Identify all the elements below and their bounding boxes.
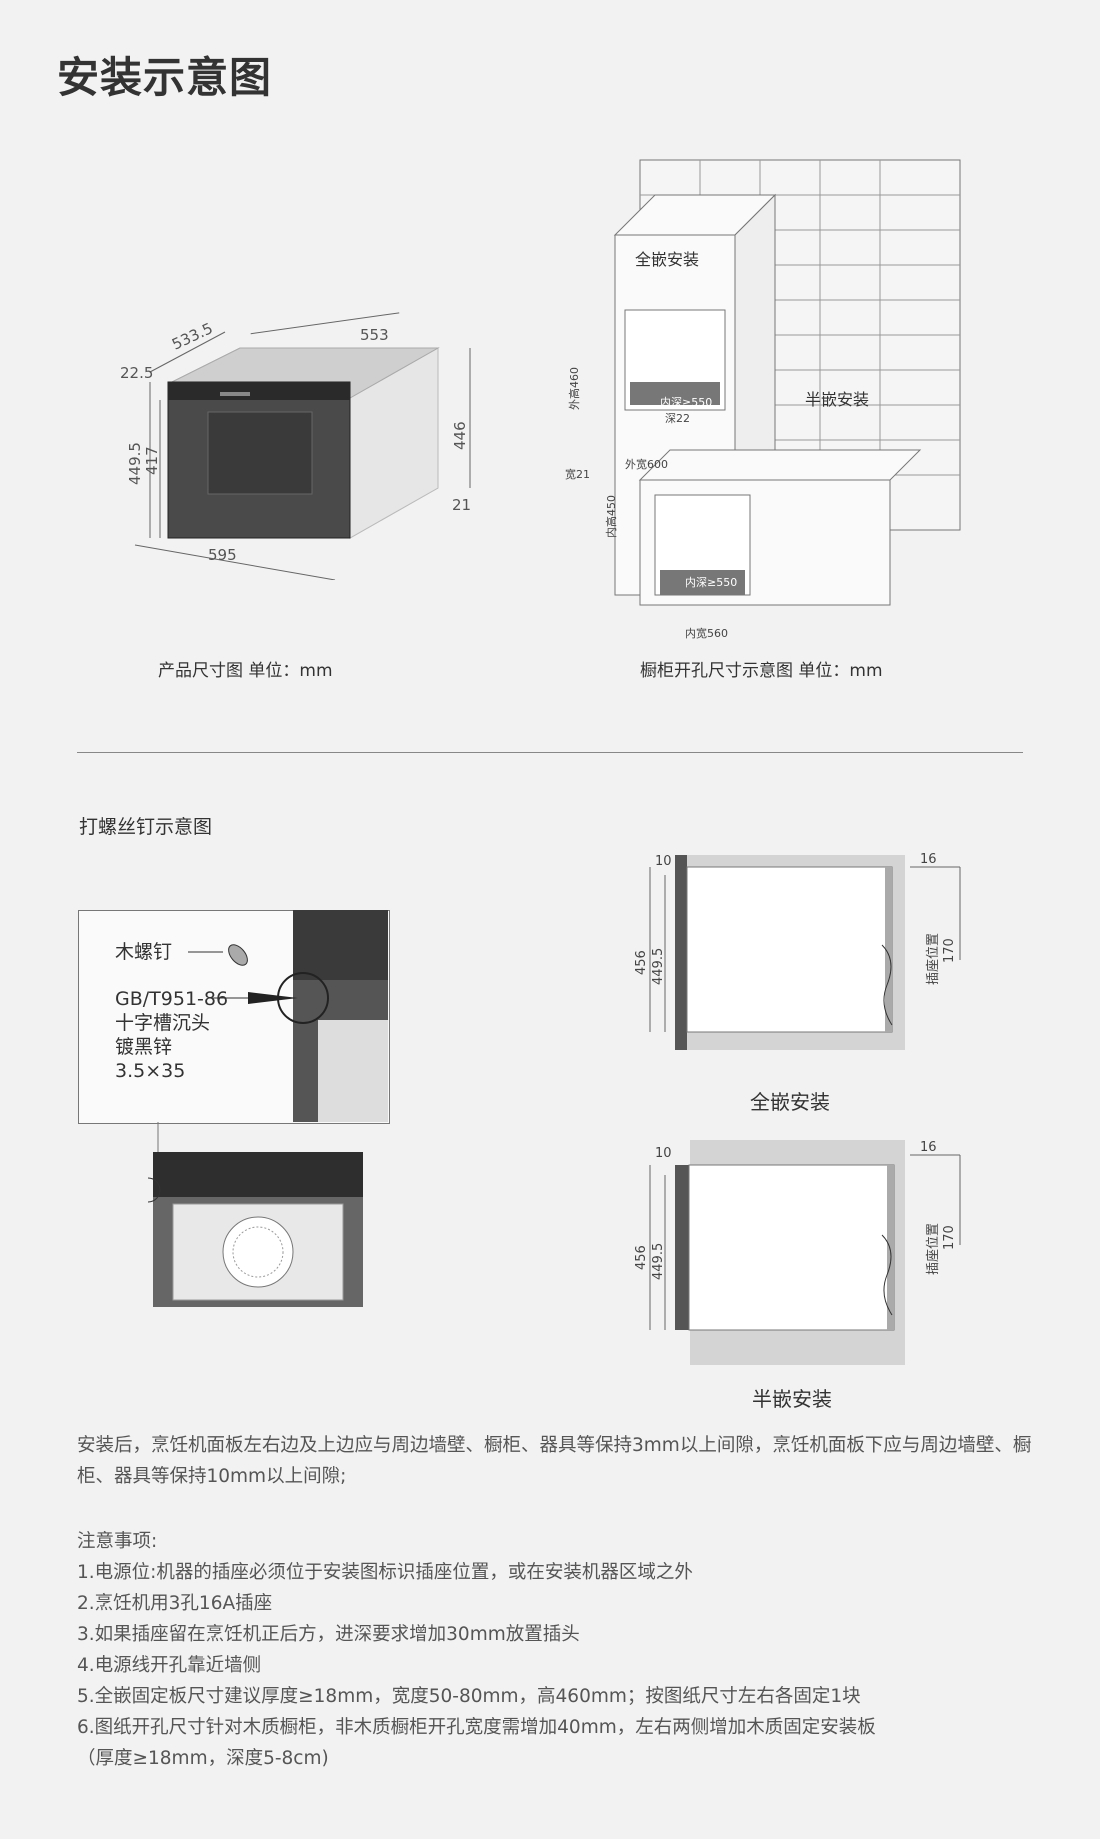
dim-bottom: 21 (452, 496, 471, 514)
half-embed-power-cord (881, 1234, 893, 1316)
full-embed-back-gap (885, 867, 892, 1032)
wood-screw-icon (228, 944, 248, 966)
half-embed-socket-h: 170 (942, 1225, 957, 1250)
notes-heading: 注意事项: (77, 1531, 158, 1552)
screw-spec-line-3: 镀黑锌 (115, 1036, 172, 1058)
full-outer-width: 外宽600 (625, 457, 668, 471)
spec-arrow (248, 992, 298, 1004)
screw-detail-illustration: 木螺钉 GB/T951-86 十字槽沉头 镀黑锌 3.5×35 (115, 910, 388, 1122)
half-embed-label: 半嵌安装 (805, 390, 869, 409)
half-cabinet-top (638, 449, 922, 481)
full-embed-power-cord (881, 944, 893, 1026)
dim-line-depth (149, 331, 226, 373)
oven-front-illustration (148, 1122, 363, 1307)
note-item: 6.图纸开孔尺寸针对木质橱柜，非木质橱柜开孔宽度需增加40mm，左右两侧增加木质… (77, 1717, 876, 1738)
oven-front-control-panel (153, 1152, 363, 1197)
half-embed-h2: 449.5 (651, 1243, 666, 1280)
half-embed-side-view: 10 16 456 449.5 插座位置 170 (634, 1140, 961, 1365)
dim-line-width-top (250, 312, 400, 335)
full-embed-gap: 10 (655, 854, 672, 869)
dim-width-top: 553 (360, 326, 389, 344)
full-embed-socket: 插座位置 (926, 933, 941, 985)
note-item: 2.烹饪机用3孔16A插座 (77, 1593, 273, 1614)
half-embed-h1: 456 (634, 1245, 649, 1270)
full-embed-floor (630, 382, 720, 405)
half-inner-depth: 内深≥550 (685, 575, 737, 589)
cabinet-diagram-caption: 橱柜开孔尺寸示意图 单位：mm (640, 661, 883, 681)
note-item: 3.如果插座留在烹饪机正后方，进深要求增加30mm放置插头 (77, 1624, 580, 1645)
full-outer-height: 外高460 (567, 367, 581, 410)
cabinet-diagram: 全嵌安装 半嵌安装 外高460 内深≥550 深22 宽21 外宽600 内高4… (565, 159, 961, 640)
oven-control-strip (168, 382, 350, 400)
product-diagram-caption: 产品尺寸图 单位：mm (158, 661, 333, 681)
dim-depth: 533.5 (169, 319, 216, 353)
screw-spec-line-4: 3.5×35 (115, 1060, 185, 1082)
full-embed-side-label: 全嵌安装 (750, 1090, 830, 1114)
note-item: （厚度≥18mm，深度5-8cm) (77, 1748, 329, 1769)
half-embed-oven-body (688, 1164, 895, 1331)
dim-h-inner: 417 (143, 446, 161, 475)
product-dimension-diagram: 533.5 553 22.5 449.5 417 446 21 595 (120, 312, 471, 580)
half-embed-panel-edge (675, 1165, 689, 1330)
page-title: 安装示意图 (57, 53, 273, 102)
half-embed-right: 16 (920, 1140, 937, 1155)
half-embed-side-label: 半嵌安装 (752, 1387, 832, 1411)
full-embed-oven-body (686, 866, 893, 1033)
full-embed-socket-h: 170 (942, 938, 957, 963)
section-divider (77, 752, 1023, 753)
oven-window (207, 411, 313, 495)
dim-panel: 22.5 (120, 364, 153, 382)
half-inner-height: 内高450 (604, 495, 618, 538)
oven-display (220, 392, 250, 396)
half-embed-floor (660, 570, 745, 595)
full-embed-h1: 456 (634, 950, 649, 975)
note-item: 4.电源线开孔靠近墙侧 (77, 1655, 262, 1676)
dim-width: 595 (208, 546, 237, 564)
full-embed-label: 全嵌安装 (635, 250, 699, 269)
dim-h-outer: 449.5 (126, 442, 144, 485)
full-embed-panel-edge (675, 855, 687, 1050)
note-item: 5.全嵌固定板尺寸建议厚度≥18mm，宽度50-80mm，高460mm；按图纸尺… (77, 1686, 861, 1707)
full-embed-side-view: 10 16 456 449.5 插座位置 170 (634, 852, 961, 1050)
screw-section-title: 打螺丝钉示意图 (79, 816, 213, 838)
oven-corner-interior (318, 1020, 388, 1122)
note-item: 1.电源位:机器的插座必须位于安装图标识插座位置，或在安装机器区域之外 (77, 1562, 693, 1583)
half-inner-width: 内宽560 (685, 626, 728, 640)
oven-fan-holes (232, 1226, 284, 1278)
dim-line-width (134, 544, 336, 580)
half-embed-gap: 10 (655, 1146, 672, 1161)
screw-location-circle (148, 1177, 161, 1203)
full-inner-depth: 内深≥550 (660, 395, 712, 409)
screw-spec-line-2: 十字槽沉头 (115, 1012, 210, 1034)
full-embed-h2: 449.5 (651, 948, 666, 985)
notes-section: 注意事项: 1.电源位:机器的插座必须位于安装图标识插座位置，或在安装机器区域之… (77, 1526, 1077, 1774)
half-embed-back-gap (887, 1165, 894, 1330)
oven-corner-top (293, 910, 388, 980)
screw-spec-line-1: GB/T951-86 (115, 988, 228, 1010)
full-width21: 宽21 (565, 467, 590, 481)
wood-screw-label: 木螺钉 (115, 941, 172, 963)
full-embed-right: 16 (920, 852, 937, 867)
half-embed-socket: 插座位置 (926, 1223, 941, 1275)
dim-h-body: 446 (451, 421, 469, 450)
installation-clearance-text: 安装后，烹饪机面板左右边及上边应与周边墙壁、橱柜、器具等保持3mm以上间隙，烹饪… (77, 1435, 1032, 1487)
full-depth22: 深22 (665, 412, 690, 425)
